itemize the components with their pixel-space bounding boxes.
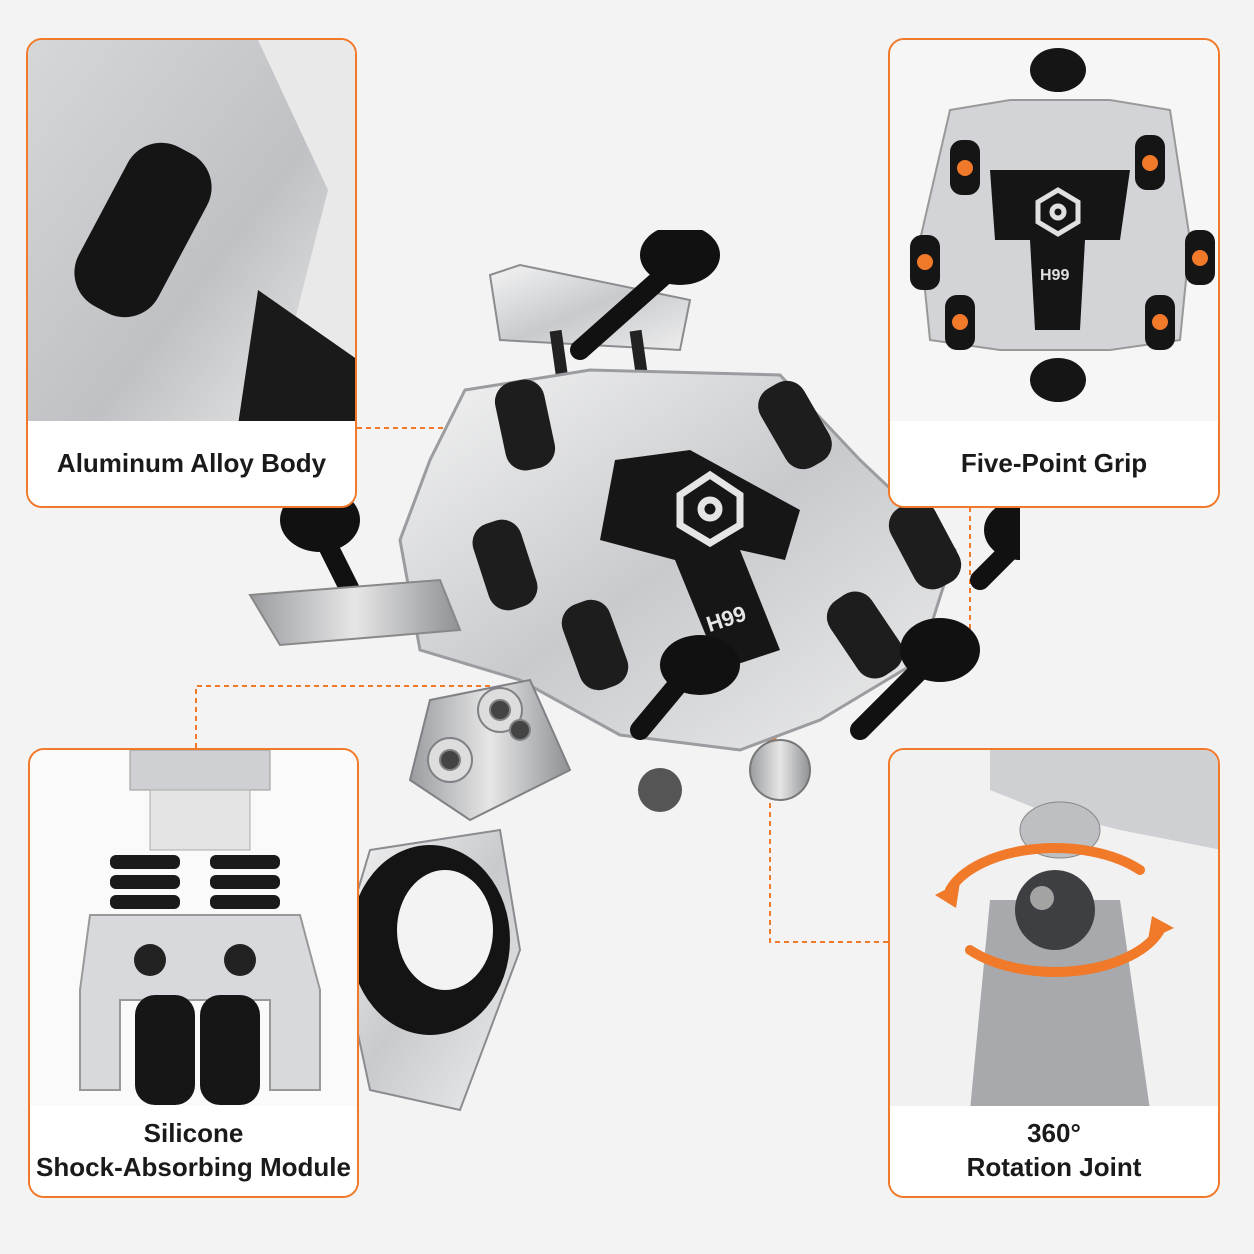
callout-card-aluminum-body: Aluminum Alloy Body — [26, 38, 357, 508]
phone-mount-product: H99 — [248, 230, 1020, 1112]
callout-label: Silicone Shock-Absorbing Module — [30, 1106, 357, 1196]
callout-text-line: Aluminum Alloy Body — [56, 447, 327, 478]
callout-label: 360° Rotation Joint — [890, 1106, 1218, 1196]
rotation-arrows-icon — [945, 843, 1165, 977]
callout-text-line: 360° — [1027, 1118, 1081, 1149]
callout-card-rotation-joint: 360° Rotation Joint — [888, 748, 1220, 1198]
five-point-grip-closeup: H99 — [890, 40, 1218, 425]
callout-text-line: Shock-Absorbing Module — [36, 1152, 351, 1182]
grip-arm-caps — [280, 230, 1020, 695]
rotation-joint-closeup — [890, 750, 1218, 1110]
callout-card-five-point-grip: H99 Five-Point Grip — [888, 38, 1220, 508]
silicone-pads — [472, 379, 962, 691]
callout-text-line: Silicone — [143, 1118, 244, 1149]
callout-label: Five-Point Grip — [890, 421, 1218, 506]
logo-text: H99 — [1040, 267, 1069, 284]
linkage-module — [408, 678, 572, 822]
aluminum-body-closeup — [28, 40, 355, 425]
callout-text-line: Five-Point Grip — [960, 447, 1148, 478]
ball-joint — [638, 739, 811, 812]
h99-logo-plate: H99 — [600, 450, 800, 670]
callout-card-shock-absorbing: Silicone Shock-Absorbing Module — [28, 748, 359, 1198]
h99-logo-icon — [676, 470, 744, 548]
callout-label: Aluminum Alloy Body — [28, 421, 355, 506]
callout-text-line: Rotation Joint — [966, 1152, 1142, 1182]
side-arm — [248, 578, 462, 647]
handlebar-clamp — [338, 828, 522, 1112]
h99-logo-icon — [1035, 187, 1081, 237]
shock-module-closeup — [30, 750, 357, 1110]
